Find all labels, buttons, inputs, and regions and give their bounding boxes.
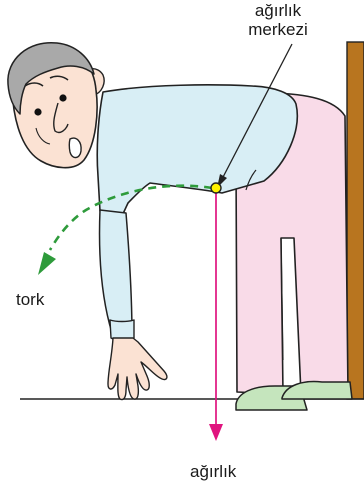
weight-arrowhead xyxy=(209,424,223,441)
left-eye xyxy=(34,108,41,115)
cuff xyxy=(110,320,134,340)
arm-sleeve xyxy=(100,210,133,336)
center-of-mass-dot xyxy=(211,183,221,193)
wall xyxy=(347,42,364,399)
mouth xyxy=(69,138,81,157)
hand xyxy=(108,338,167,400)
weight-label: ağırlık xyxy=(190,463,236,482)
torque-arrowhead xyxy=(38,252,56,275)
center-of-mass-label: ağırlık merkezi xyxy=(218,2,338,39)
center-of-mass-label-line2: merkezi xyxy=(218,21,338,40)
right-eye xyxy=(59,94,66,101)
torque-label: tork xyxy=(16,291,44,310)
right-shoe xyxy=(282,382,352,399)
center-of-mass-label-line1: ağırlık xyxy=(218,2,338,21)
